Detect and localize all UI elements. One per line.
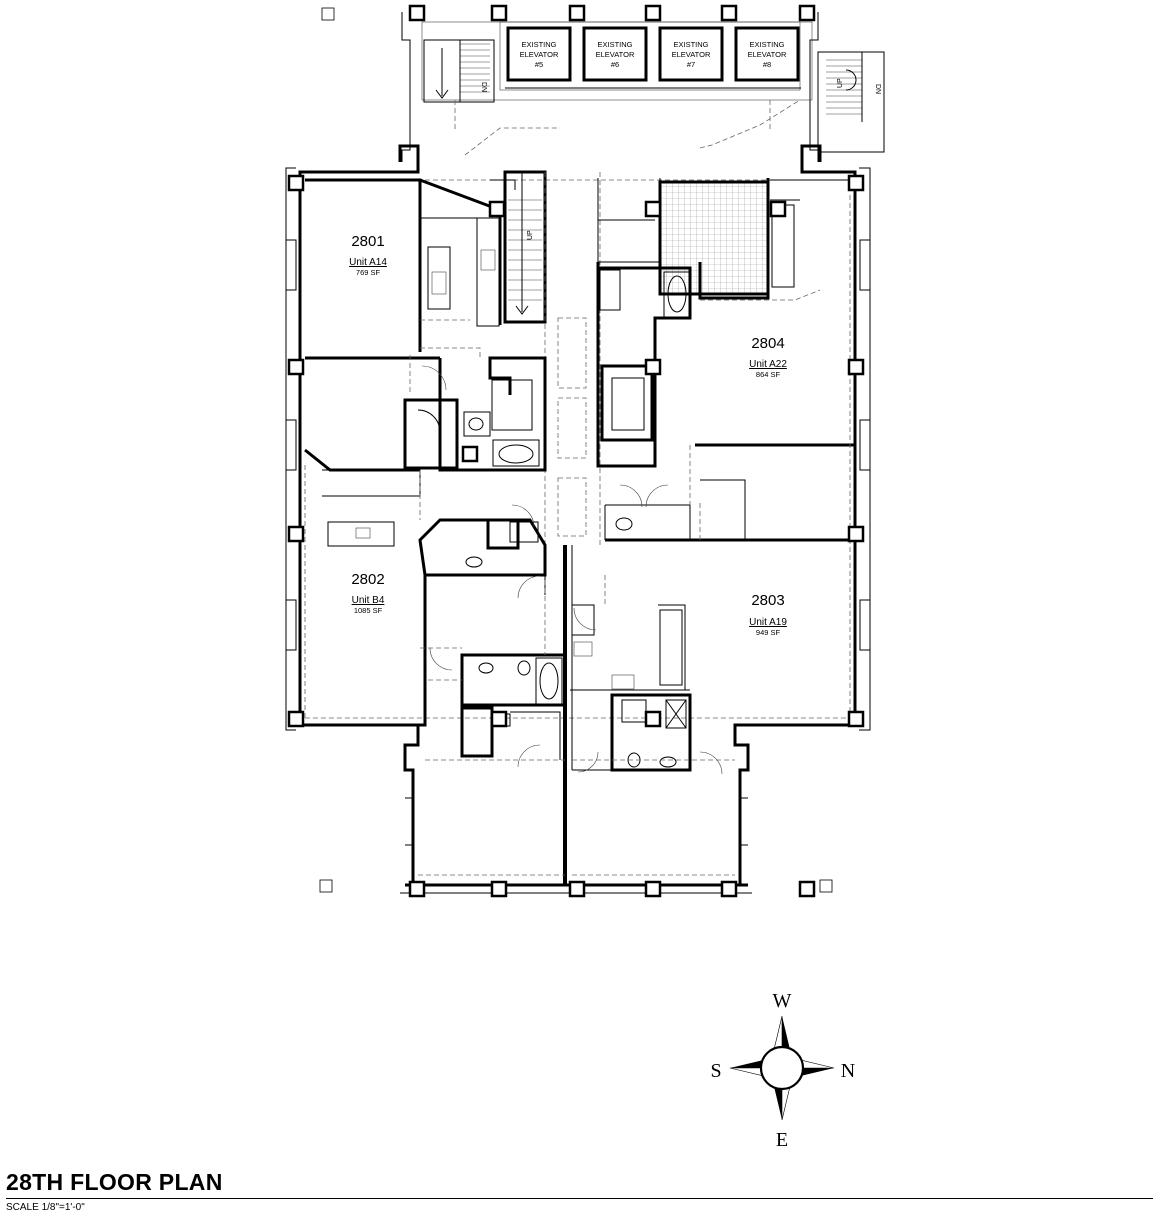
- elevator-8-line2: ELEVATOR: [748, 50, 787, 59]
- elevator-shaft-5: [506, 26, 572, 82]
- compass-west-label: W: [773, 990, 792, 1012]
- unit-2803-label: 2803 Unit A19 949 SF: [749, 592, 787, 637]
- compass-east-label: E: [776, 1129, 788, 1151]
- plan-title: 28TH FLOOR PLAN: [6, 1169, 223, 1195]
- elevator-8-line1: EXISTING: [749, 40, 784, 49]
- unit-2801-area: 769 SF: [356, 268, 381, 277]
- elevator-6-line1: EXISTING: [597, 40, 632, 49]
- unit-2804-area: 864 SF: [756, 370, 781, 379]
- elevator-shaft-8: [734, 26, 800, 82]
- columns: [287, 4, 865, 898]
- unit-2801-label: 2801 Unit A14 769 SF: [349, 233, 387, 277]
- plan-scale: SCALE 1/8"=1'-0": [6, 1202, 85, 1213]
- unit-2803-walls: [570, 604, 692, 772]
- elevator-core: [401, 12, 819, 162]
- unit-2801-number: 2801: [351, 233, 384, 250]
- unit-2804-label: 2804 Unit A22 864 SF: [749, 335, 787, 379]
- unit-2804-walls: [596, 178, 855, 542]
- compass-south-label: S: [710, 1060, 721, 1082]
- unit-2802-number: 2802: [351, 571, 384, 588]
- unit-2803-number: 2803: [751, 592, 784, 609]
- unit-2803-type: Unit A19: [749, 617, 787, 628]
- elevator-7-line2: ELEVATOR: [672, 50, 711, 59]
- unit-2801-type: Unit A14: [349, 257, 387, 268]
- unit-2802-area: 1085 SF: [354, 606, 383, 615]
- title-rule: [6, 1198, 1153, 1199]
- stair-up-label-right: UP: [837, 78, 844, 88]
- stair-dn-label-right: DN: [874, 84, 881, 94]
- elevator-7-line1: EXISTING: [673, 40, 708, 49]
- tiled-area: [658, 180, 770, 296]
- unit-2802-walls: [304, 448, 547, 727]
- bath-2802: [460, 653, 567, 760]
- center-stair: UP: [490, 170, 547, 324]
- stair-left: DN: [423, 39, 495, 103]
- elevator-8-num: #8: [763, 60, 771, 69]
- stair-up-label-center: UP: [527, 230, 534, 240]
- compass-center: [759, 1045, 805, 1091]
- elevator-5-num: #5: [535, 60, 543, 69]
- unit-2803-area: 949 SF: [756, 628, 781, 637]
- unit-2802-label: 2802 Unit B4 1085 SF: [351, 571, 385, 615]
- compass-north-label: N: [841, 1060, 855, 1082]
- dashed-lines: [304, 195, 851, 876]
- unit-2804-type: Unit A22: [749, 359, 787, 370]
- elevator-6-line2: ELEVATOR: [596, 50, 635, 59]
- stair-dn-label: DN: [480, 82, 487, 92]
- stair-right: DN UP: [817, 51, 885, 153]
- door-swings: [421, 365, 723, 775]
- unit-2801-walls: [305, 178, 502, 360]
- corridor: [544, 172, 601, 545]
- unit-2802-type: Unit B4: [352, 595, 385, 606]
- elevator-5-line2: ELEVATOR: [520, 50, 559, 59]
- pilasters: [286, 239, 870, 846]
- elevator-6-num: #6: [611, 60, 619, 69]
- bath-2801: [403, 356, 547, 472]
- elevator-shaft-6: [582, 26, 648, 82]
- title-block: 28TH FLOOR PLAN SCALE 1/8"=1'-0": [6, 1167, 1153, 1213]
- elevator-shaft-7: [658, 26, 724, 82]
- compass-rose: W E S N: [710, 990, 855, 1151]
- elevator-labels: EXISTING ELEVATOR #5 EXISTING ELEVATOR #…: [520, 40, 787, 69]
- elevator-5-line1: EXISTING: [521, 40, 556, 49]
- elevator-7-num: #7: [687, 60, 695, 69]
- unit-2804-number: 2804: [751, 335, 784, 352]
